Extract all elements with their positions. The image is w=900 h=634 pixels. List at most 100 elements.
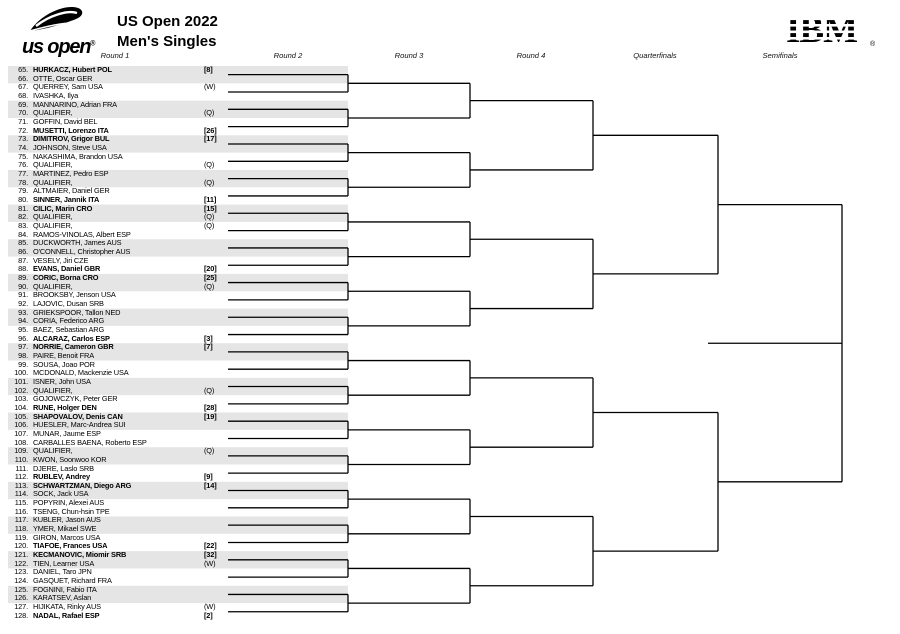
player-number: 80. — [18, 194, 28, 204]
player-number: 107. — [14, 428, 28, 438]
player-name: GOJOWCZYK, Peter GER — [33, 394, 118, 404]
player-name: JOHNSON, Steve USA — [33, 142, 107, 152]
us-open-logotype: us open® — [22, 36, 95, 59]
player-row: 120.TIAFOE, Frances USA[22] — [8, 542, 350, 551]
player-seed-tag: [26] — [204, 125, 217, 135]
player-row: 104.RUNE, Holger DEN[28] — [8, 402, 350, 413]
player-seed-tag: [11] — [204, 194, 217, 204]
player-name: SINNER, Jannik ITA — [33, 194, 100, 204]
player-name: QUALIFIER, — [33, 108, 73, 118]
player-name: KECMANOVIC, Miomir SRB — [33, 550, 127, 560]
player-row: 96.ALCARAZ, Carlos ESP[3] — [8, 334, 350, 344]
player-number: 113. — [14, 480, 28, 490]
player-number: 106. — [14, 420, 28, 430]
page-title: US Open 2022 — [117, 13, 218, 30]
round-label-6: Semifinals — [762, 51, 798, 60]
player-seed-tag: [8] — [204, 65, 213, 74]
player-row: 91.BROOKSBY, Jenson USA — [8, 291, 350, 300]
player-row: 85.DUCKWORTH, James AUS — [8, 239, 350, 248]
player-seed-tag: [2] — [204, 610, 213, 620]
player-number: 94. — [18, 316, 28, 326]
player-name: O'CONNELL, Christopher AUS — [33, 246, 131, 256]
player-seed-tag: [14] — [204, 480, 217, 490]
player-row: 74. JOHNSON, Steve USA — [8, 142, 350, 153]
player-name: GRIEKSPOOR, Tallon NED — [33, 307, 121, 317]
player-name: KWON, Soonwoo KOR — [33, 454, 107, 464]
player-number: 109. — [14, 446, 28, 456]
player-row: 100.MCDONALD, Mackenzie USA — [8, 369, 350, 378]
ibm-registered-mark: ® — [870, 40, 876, 48]
player-number: 90. — [18, 281, 28, 291]
player-number: 123. — [14, 567, 28, 577]
player-row: 69.MANNARINO, Adrian FRA — [8, 99, 350, 110]
player-number: 87. — [18, 255, 28, 265]
player-row: 81. CILIC, Marin CRO [15] — [8, 203, 350, 214]
player-seed-tag: [7] — [204, 342, 213, 352]
player-number: 74. — [18, 142, 28, 152]
player-number: 110. — [14, 454, 28, 464]
player-name: SHAPOVALOV, Denis CAN — [33, 411, 123, 421]
player-row: 70.QUALIFIER,(Q) — [8, 109, 350, 118]
player-seed-tag: (Q) — [204, 160, 215, 170]
player-row: 101.ISNER, John USA — [8, 377, 350, 387]
player-seed-tag: (Q) — [204, 446, 215, 456]
player-row: 115.POPYRIN, Alexei AUS — [8, 498, 350, 508]
row-shading-band — [8, 66, 348, 84]
player-number: 104. — [14, 402, 28, 412]
row-shading-band — [8, 377, 348, 396]
player-seed-tag: (Q) — [204, 385, 215, 395]
player-name: QUALIFIER, — [33, 446, 73, 456]
player-row: 68.IVASHKA, Ilya — [8, 90, 350, 101]
player-row: 124.GASQUET, Richard FRA — [8, 576, 350, 586]
player-row: 92.LAJOVIC, Dusan SRB — [8, 298, 350, 309]
player-number: 83. — [18, 220, 28, 230]
player-row: 103.GOJOWCZYK, Peter GER — [8, 395, 350, 404]
player-number: 79. — [18, 186, 28, 196]
player-row: 121.KECMANOVIC, Miomir SRB[32] — [8, 550, 350, 560]
player-row: 123.DANIEL, Taro JPN — [8, 568, 350, 577]
player-number: 122. — [14, 558, 28, 568]
us-open-logotype-text: us open — [22, 36, 91, 58]
player-name: NADAL, Rafael ESP — [33, 610, 100, 620]
row-shading-band — [8, 412, 348, 430]
player-seed-tag: (W) — [204, 602, 216, 612]
player-number: 67. — [18, 82, 28, 92]
player-row: 107. MUNAR, Jaume ESP — [8, 428, 350, 439]
player-name: LAJOVIC, Dusan SRB — [33, 298, 104, 308]
player-seed-tag: [15] — [204, 203, 217, 213]
player-name: IVASHKA, Ilya — [33, 90, 79, 100]
ibm-logo: IBM ® — [786, 11, 876, 51]
player-seed-tag: [22] — [204, 541, 217, 551]
player-name: MUNAR, Jaume ESP — [33, 428, 101, 438]
player-row: 99.SOUSA, Joao POR — [8, 360, 350, 370]
player-name: KARATSEV, Aslan — [33, 593, 92, 603]
player-number: 112. — [14, 472, 28, 482]
player-number: 120. — [14, 541, 28, 551]
player-number: 81. — [18, 203, 28, 213]
player-row: 67.QUERREY, Sam USA(W) — [8, 83, 350, 92]
row-shading-band — [8, 100, 348, 118]
player-number: 98. — [18, 350, 28, 360]
player-row: 87.VESELY, Jiri CZE — [8, 255, 350, 266]
player-name: CILIC, Marin CRO — [33, 203, 93, 213]
player-name: MUSETTI, Lorenzo ITA — [33, 125, 109, 135]
row-shading-band — [8, 273, 348, 292]
player-number: 84. — [18, 229, 28, 239]
player-row: 110. KWON, Soonwoo KOR — [8, 454, 350, 465]
player-name: MANNARINO, Adrian FRA — [33, 99, 117, 109]
us-open-registered-mark: ® — [90, 40, 96, 48]
player-row: 73.DIMITROV, Grigor BUL[17] — [8, 135, 350, 144]
player-number: 124. — [14, 576, 28, 586]
player-number: 66. — [18, 73, 28, 83]
player-name: RUNE, Holger DEN — [33, 402, 97, 412]
player-row: 98.PAIRE, Benoit FRA — [8, 350, 350, 361]
row-shading-band — [8, 135, 348, 153]
player-name: NAKASHIMA, Brandon USA — [33, 151, 123, 161]
player-name: KUBLER, Jason AUS — [33, 515, 101, 525]
player-name: TIEN, Learner USA — [33, 558, 95, 568]
player-name: POPYRIN, Alexei AUS — [33, 498, 105, 508]
player-row: 102.QUALIFIER,(Q) — [8, 385, 350, 396]
player-row: 109. QUALIFIER, (Q) — [8, 446, 350, 456]
player-row: 106.HUESLER, Marc-Andrea SUI — [8, 421, 350, 430]
row-shading-band — [8, 204, 348, 222]
